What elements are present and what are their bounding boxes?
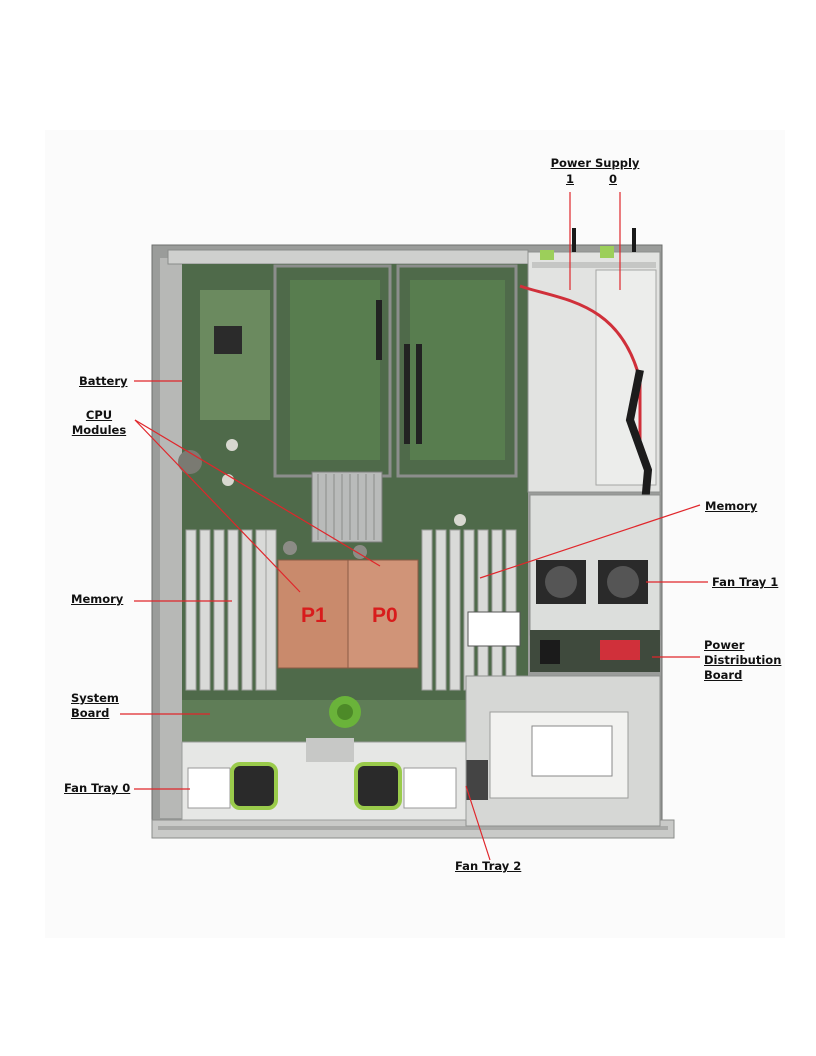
- label-system-board-line1: System: [71, 691, 119, 705]
- fan-tray-1: [529, 494, 661, 636]
- attention-sticker: [467, 611, 521, 647]
- memory-dimms-right: [421, 529, 517, 691]
- label-fan-tray-0: Fan Tray 0: [64, 781, 131, 795]
- label-power-distribution-line1: Power: [704, 638, 745, 652]
- leader-cpu-p1: [134, 419, 301, 593]
- label-cpu-modules-line1: CPU: [85, 408, 113, 422]
- processor-label-p1: P1: [301, 604, 327, 627]
- label-memory-right: Memory: [705, 499, 758, 513]
- label-cpu-modules-line2: Modules: [71, 423, 127, 437]
- fan-tray-0: [181, 738, 467, 821]
- leader-memory-right: [479, 504, 701, 579]
- chipset-heatsink: [311, 471, 383, 543]
- label-power-distribution-line2: Distribution: [704, 653, 782, 667]
- label-power-distribution-line3: Board: [704, 668, 743, 682]
- label-fan-tray-1: Fan Tray 1: [712, 575, 779, 589]
- media-tray: [465, 675, 661, 827]
- processor-label-p0: P0: [372, 604, 398, 627]
- leader-lines: [120, 192, 708, 861]
- leader-fan-tray-2: [465, 785, 491, 861]
- label-power-supply: Power Supply: [550, 156, 640, 170]
- cpu-heatsinks: [277, 541, 419, 669]
- label-battery: Battery: [79, 374, 128, 388]
- cpu-module-carriers: [273, 264, 518, 478]
- memory-dimms-left: [185, 529, 277, 691]
- power-distribution-board: [530, 630, 660, 672]
- leader-cpu-p0: [134, 419, 381, 567]
- power-supply-bay: [519, 228, 661, 561]
- label-power-supply-1: 1: [565, 172, 574, 186]
- label-power-supply-0: 0: [608, 172, 617, 186]
- label-system-board-line2: Board: [71, 706, 110, 720]
- label-fan-tray-2: Fan Tray 2: [455, 859, 522, 873]
- label-memory-left: Memory: [71, 592, 124, 606]
